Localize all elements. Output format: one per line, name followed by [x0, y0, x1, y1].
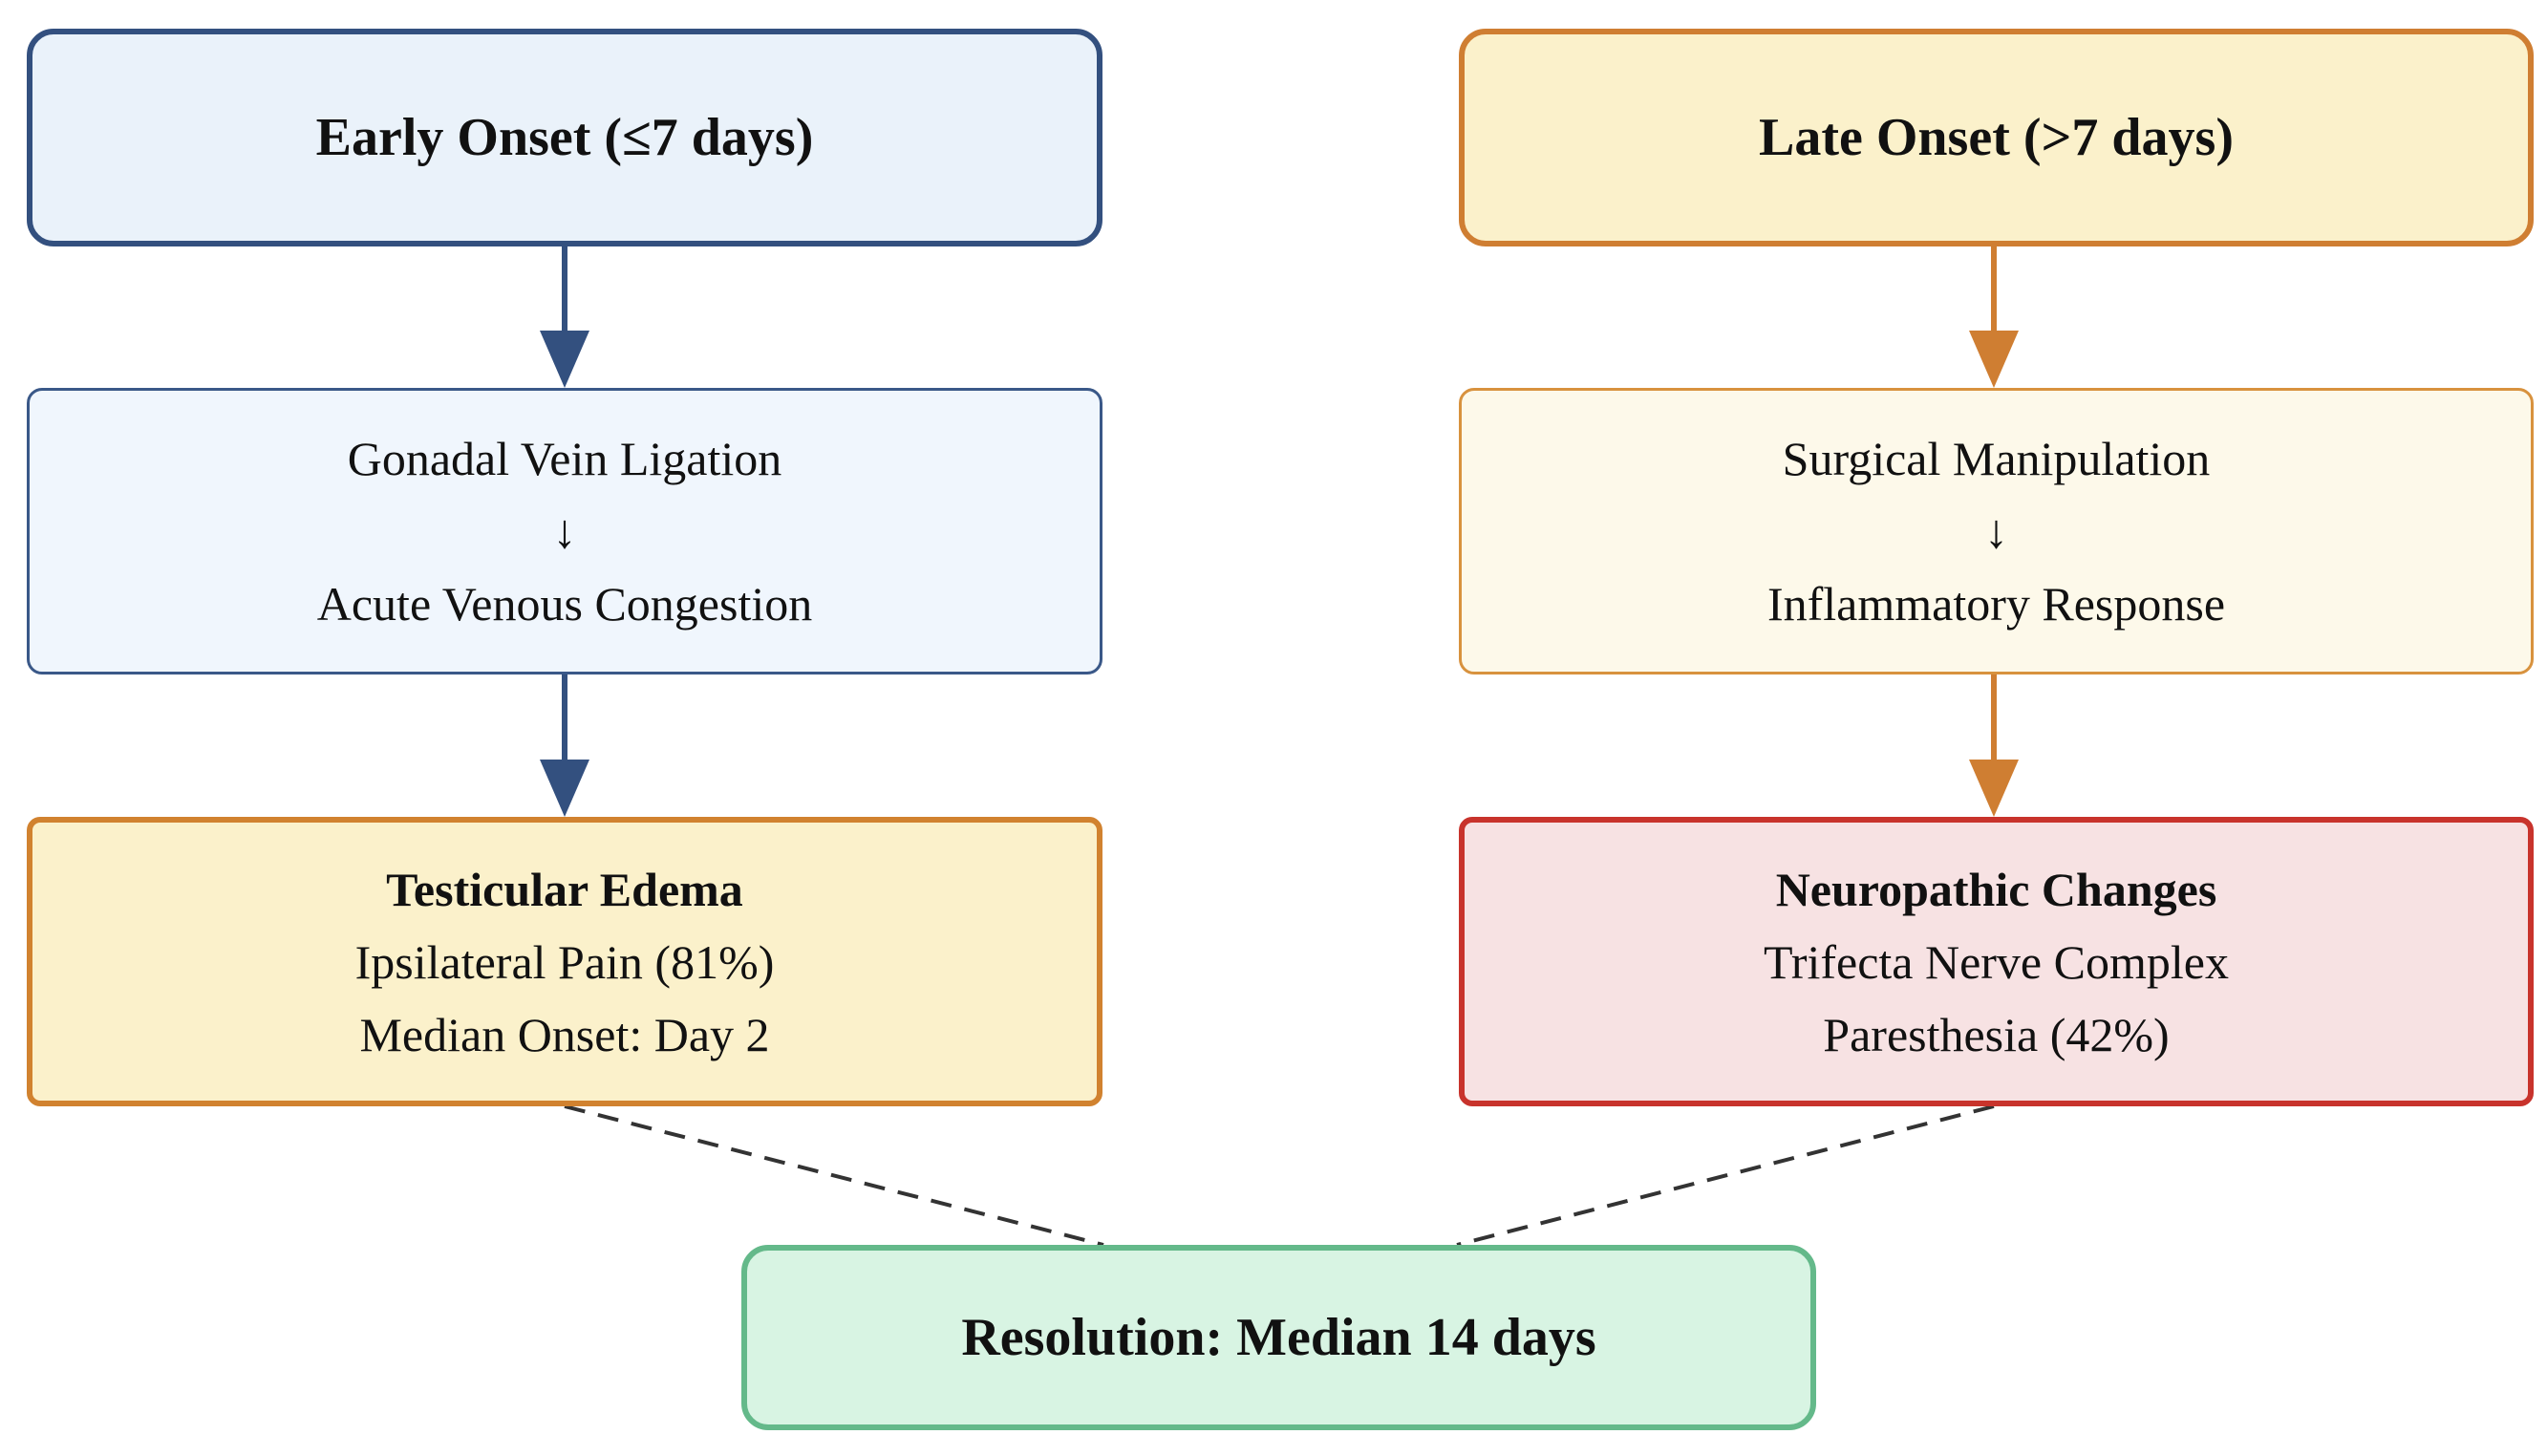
early-mechanism-cause: Gonadal Vein Ligation	[347, 432, 782, 485]
neuropathic-changes-box: Neuropathic Changes Trifecta Nerve Compl…	[1459, 817, 2534, 1106]
late-mechanism-box: Surgical Manipulation ↓ Inflammatory Res…	[1459, 388, 2534, 674]
late-outcome-stat-2: Paresthesia (42%)	[1823, 1007, 2170, 1061]
resolution-box: Resolution: Median 14 days	[741, 1245, 1816, 1430]
late-onset-header: Late Onset (>7 days)	[1459, 29, 2534, 246]
early-onset-header: Early Onset (≤7 days)	[27, 29, 1102, 246]
early-onset-title: Early Onset (≤7 days)	[315, 108, 814, 167]
arrowhead-late-2	[1969, 760, 2019, 817]
arrowhead-early-2	[540, 760, 589, 817]
late-onset-title: Late Onset (>7 days)	[1759, 108, 2234, 167]
early-mechanism-effect: Acute Venous Congestion	[316, 577, 813, 631]
down-arrow-icon: ↓	[1984, 504, 2008, 558]
arrowhead-late-1	[1969, 331, 2019, 388]
dashed-early-to-resolution	[564, 1104, 1104, 1247]
down-arrow-icon: ↓	[552, 504, 577, 558]
early-outcome-stat-1: Ipsilateral Pain (81%)	[354, 934, 775, 989]
early-mechanism-box: Gonadal Vein Ligation ↓ Acute Venous Con…	[27, 388, 1102, 674]
late-outcome-heading: Neuropathic Changes	[1775, 862, 2217, 916]
early-outcome-stat-2: Median Onset: Day 2	[359, 1007, 770, 1061]
late-outcome-stat-1: Trifecta Nerve Complex	[1764, 934, 2229, 989]
resolution-label: Resolution: Median 14 days	[961, 1308, 1596, 1367]
arrowhead-early-1	[540, 331, 589, 388]
testicular-edema-box: Testicular Edema Ipsilateral Pain (81%) …	[27, 817, 1102, 1106]
late-mechanism-cause: Surgical Manipulation	[1782, 432, 2211, 485]
late-mechanism-effect: Inflammatory Response	[1766, 577, 2226, 631]
early-outcome-heading: Testicular Edema	[386, 862, 743, 916]
dashed-late-to-resolution	[1456, 1104, 1995, 1247]
